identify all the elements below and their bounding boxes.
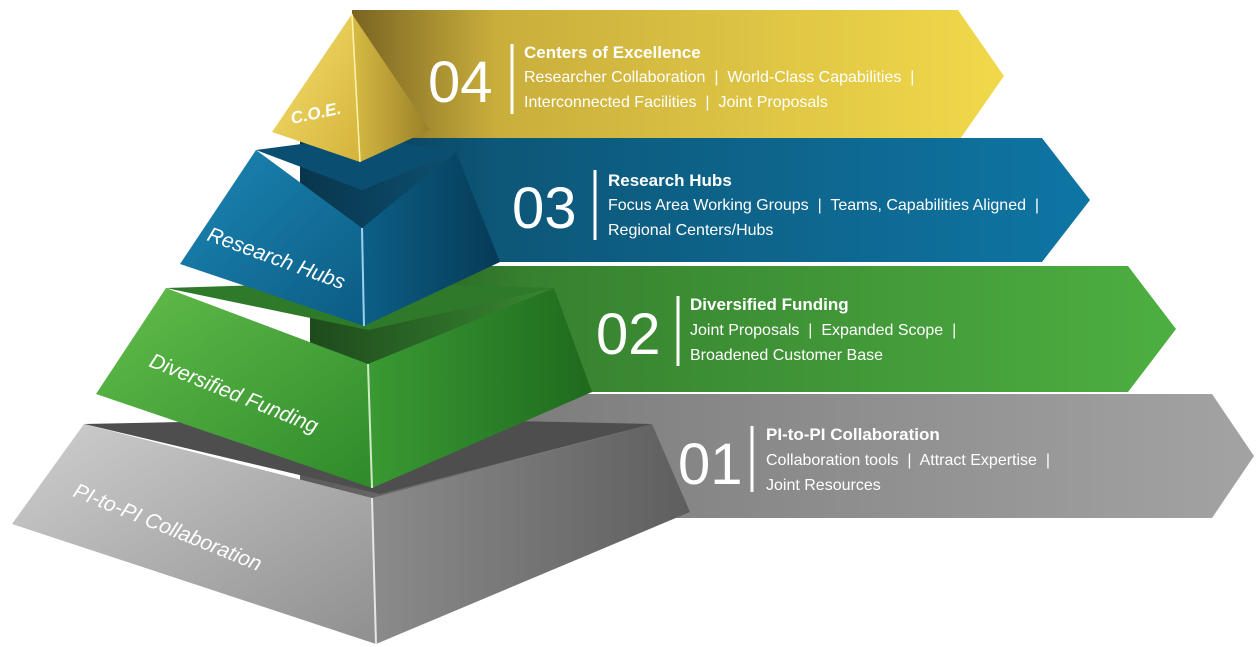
level-01-number: 01 bbox=[678, 432, 743, 497]
level-04-title: Centers of Excellence bbox=[524, 43, 701, 62]
level-04-line1: Researcher Collaboration | World-Class C… bbox=[524, 69, 914, 86]
tier-pi-to-pi bbox=[12, 418, 690, 645]
tier-diversified-funding-edge bbox=[367, 363, 373, 489]
level-01-line1: Collaboration tools | Attract Expertise … bbox=[766, 452, 1050, 469]
level-03-line1: Focus Area Working Groups | Teams, Capab… bbox=[608, 197, 1039, 214]
tier-coe bbox=[272, 13, 430, 163]
level-03-line2: Regional Centers/Hubs bbox=[608, 222, 773, 239]
level-02-title: Diversified Funding bbox=[690, 295, 849, 314]
level-03-title: Research Hubs bbox=[608, 171, 732, 190]
level-03-number: 03 bbox=[512, 176, 577, 241]
tier-diversified-funding-front bbox=[96, 288, 372, 488]
tier-coe-front bbox=[272, 14, 360, 162]
level-02-number: 02 bbox=[596, 302, 661, 367]
tier-pi-to-pi-front bbox=[12, 424, 376, 644]
level-04-line2: Interconnected Facilities | Joint Propos… bbox=[524, 94, 828, 111]
level-03-arrow-shape bbox=[300, 138, 1090, 262]
level-04-number: 04 bbox=[428, 50, 493, 115]
tier-research-hubs-edge bbox=[361, 227, 365, 327]
level-01-title: PI-to-PI Collaboration bbox=[766, 425, 940, 444]
level-04-arrow-shape bbox=[352, 10, 1004, 142]
level-01-line2: Joint Resources bbox=[766, 477, 881, 494]
tier-coe-edge bbox=[351, 13, 361, 163]
level-02-text: 02 Diversified Funding Joint Proposals |… bbox=[596, 295, 956, 367]
tier-pi-to-pi-side bbox=[372, 424, 690, 644]
level-02-line2: Broadened Customer Base bbox=[690, 347, 883, 364]
tier-coe-side bbox=[352, 14, 430, 162]
level-02-line1: Joint Proposals | Expanded Scope | bbox=[690, 322, 956, 339]
level-03-arrow bbox=[300, 138, 1090, 262]
tier-research-hubs-top bbox=[256, 136, 456, 190]
level-04-arrow bbox=[352, 10, 1004, 142]
tier-diversified-funding-side bbox=[368, 288, 592, 488]
tier-research-hubs-side bbox=[362, 152, 500, 326]
tier-pi-to-pi-edge bbox=[371, 497, 377, 645]
tier-research-hubs-front bbox=[180, 150, 364, 326]
level-01-text: 01 PI-to-PI Collaboration Collaboration … bbox=[678, 425, 1050, 497]
level-03-text: 03 Research Hubs Focus Area Working Grou… bbox=[512, 170, 1039, 241]
tier-research-hubs bbox=[180, 136, 500, 327]
level-04-text: 04 Centers of Excellence Researcher Coll… bbox=[428, 43, 914, 115]
